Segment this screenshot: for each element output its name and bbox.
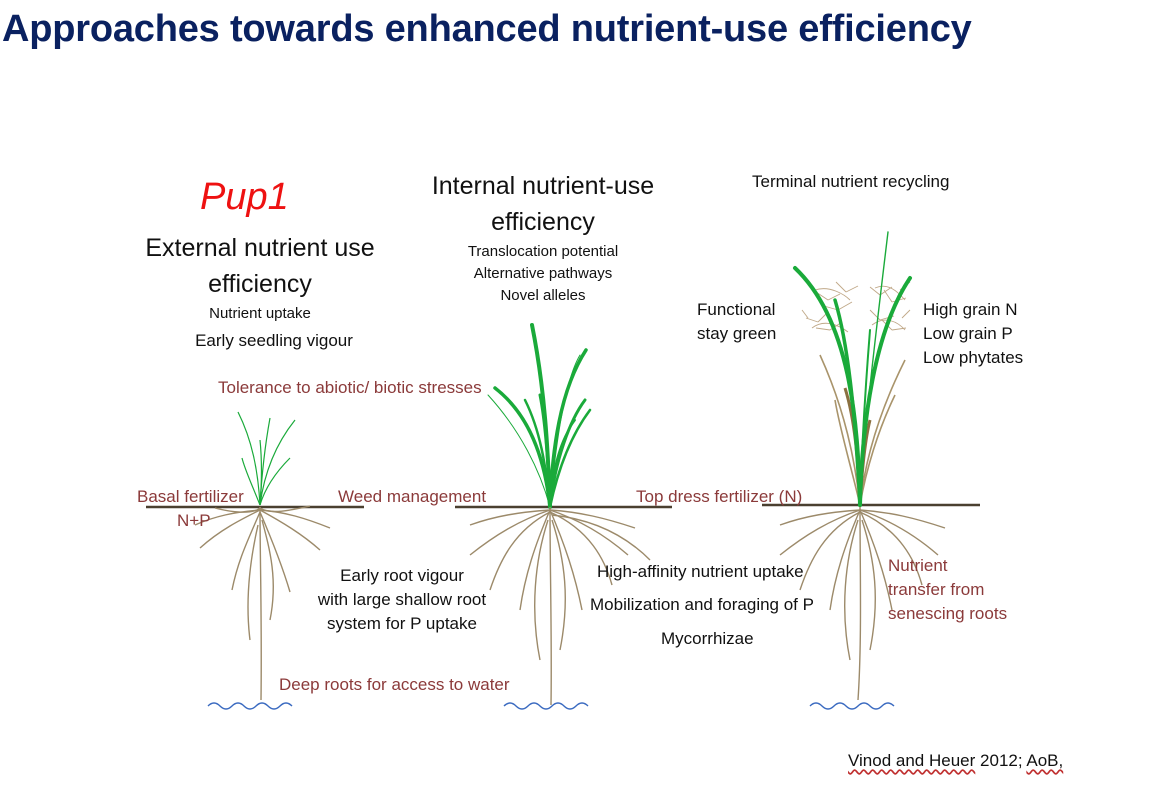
low-grain-p-label: Low grain P: [923, 324, 1013, 343]
nutrient-uptake-label: Nutrient uptake: [209, 305, 311, 322]
reference-journal: AoB,: [1026, 751, 1064, 770]
nutrient-transfer-label-3: senescing roots: [888, 604, 1008, 623]
gene-label-pup1: Pup1: [200, 176, 289, 218]
stress-tolerance-label: Tolerance to abiotic/ biotic stresses: [218, 378, 482, 397]
stay-green-leaves: [793, 231, 912, 507]
terminal-recycling-heading: Terminal nutrient recycling: [752, 172, 950, 191]
seedling-vigour-label: Early seedling vigour: [195, 331, 353, 350]
low-phytates-label: Low phytates: [923, 348, 1024, 367]
root-vigour-label-3: system for P uptake: [327, 614, 477, 633]
soil-lines: [146, 503, 980, 509]
external-efficiency-heading-2: efficiency: [208, 270, 312, 298]
root-vigour-label-1: Early root vigour: [340, 566, 464, 585]
nutrient-transfer-label-1: Nutrient: [888, 556, 948, 575]
deep-roots-label: Deep roots for access to water: [279, 675, 510, 694]
high-grain-n-label: High grain N: [923, 300, 1018, 319]
nutrient-transfer-label-2: transfer from: [888, 580, 985, 599]
functional-label: Functional: [697, 300, 776, 319]
external-efficiency-heading-1: External nutrient use: [145, 234, 375, 262]
mature-roots: [469, 506, 651, 706]
translocation-label: Translocation potential: [467, 243, 619, 260]
seedling-roots: [194, 505, 331, 701]
stay-green-label: stay green: [697, 324, 777, 343]
basal-np-label: N+P: [177, 511, 211, 530]
reference-year: 2012;: [980, 751, 1023, 770]
alternative-pathways-label: Alternative pathways: [473, 265, 613, 282]
top-dress-fertilizer-label: Top dress fertilizer (N): [636, 487, 803, 506]
reference-citation: Vinod and Heuer 2012; AoB,: [848, 751, 1063, 771]
mature-shoot: [487, 323, 592, 509]
reference-authors: Vinod and Heuer: [848, 751, 976, 770]
mobilization-foraging-label: Mobilization and foraging of P: [590, 595, 814, 614]
water-table: [207, 702, 895, 710]
root-vigour-label-2: with large shallow root: [317, 590, 487, 609]
weed-management-label: Weed management: [338, 487, 487, 506]
page-title: Approaches towards enhanced nutrient-use…: [2, 8, 972, 50]
internal-efficiency-heading-1: Internal nutrient-use: [431, 172, 655, 200]
terminal-roots: [779, 506, 946, 701]
novel-alleles-label: Novel alleles: [500, 287, 586, 304]
high-affinity-uptake-label: High-affinity nutrient uptake: [597, 562, 804, 581]
mycorrhizae-label: Mycorrhizae: [661, 629, 754, 648]
seedling-shoot: [237, 411, 296, 506]
basal-fertilizer-label: Basal fertilizer: [137, 487, 244, 506]
internal-efficiency-heading-2: efficiency: [491, 208, 595, 236]
